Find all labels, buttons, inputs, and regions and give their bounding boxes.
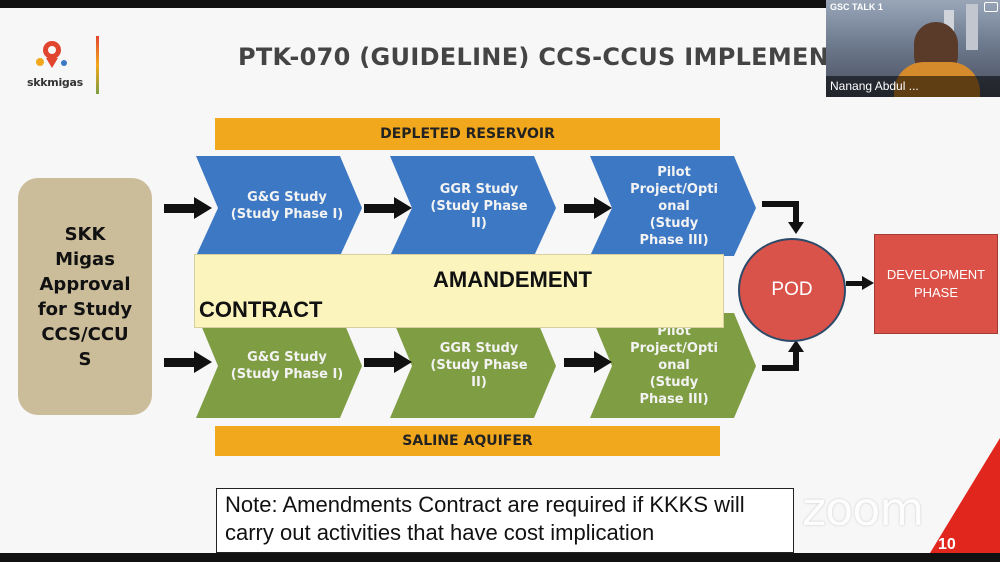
pod-to-development-arrow: [846, 276, 874, 290]
participant-video-tile[interactable]: GSC TALK 1 Nanang Abdul ...: [826, 0, 1000, 97]
bottom-chevron-3: [590, 313, 756, 418]
overlay-title: GSC TALK 1: [830, 2, 883, 12]
page-number: 10: [938, 536, 956, 553]
logo-mark-icon: [36, 41, 67, 68]
bottom-arrows: [164, 351, 612, 373]
slide-title: PTK-070 (GUIDELINE) CCS-CCUS IMPLEMENTAT: [238, 43, 878, 71]
elbow-arrows: [762, 201, 804, 371]
participant-name: Nanang Abdul ...: [830, 79, 919, 93]
top-chevron-3-label: Pilot Project/Opti onal (Study Phase III…: [630, 164, 718, 248]
saline-aquifer-bar: SALINE AQUIFER: [215, 426, 720, 456]
zoom-watermark: zoom: [802, 482, 924, 536]
logo-divider: [96, 36, 99, 94]
skkmigas-logo: skkmigas: [22, 36, 112, 106]
top-chevron-1: [196, 156, 362, 256]
bottom-black-bar: [0, 553, 1000, 562]
depleted-reservoir-bar: DEPLETED RESERVOIR: [215, 118, 720, 150]
chimney-shape: [966, 4, 978, 50]
contract-label: CONTRACT: [199, 297, 323, 322]
top-chevron-1-label: G&G Study (Study Phase I): [230, 190, 344, 222]
approval-box: SKK Migas Approval for Study CCS/CCU S: [18, 178, 152, 415]
note-box: Note: Amendments Contract are required i…: [216, 488, 794, 553]
video-options-icon[interactable]: [984, 2, 998, 12]
pod-circle: POD: [738, 238, 846, 342]
bottom-chevron-1: [196, 313, 362, 418]
top-chevron-3: [590, 156, 756, 256]
bottom-chevron-2: [390, 313, 556, 418]
bottom-chevron-1-label: G&G Study (Study Phase I): [230, 349, 344, 382]
top-black-bar: [0, 0, 1000, 8]
top-arrows: [164, 197, 612, 219]
name-strip: [826, 76, 1000, 97]
logo-text: skkmigas: [27, 76, 83, 89]
presentation-slide: skkmigas PTK-070 (GUIDELINE) CCS-CCUS IM…: [0, 8, 1000, 553]
corner-decoration: [930, 438, 1000, 553]
amendement-label: AMANDEMENT: [433, 267, 592, 292]
bottom-chevron-2-label: GGR Study (Study Phase II): [430, 341, 528, 390]
amendement-contract-box: AMANDEMENT CONTRACT: [194, 254, 724, 328]
top-chevron-2-label: GGR Study (Study Phase II): [430, 181, 528, 231]
top-chevron-2: [390, 156, 556, 256]
bottom-chevron-3-label: Pilot Project/Opti onal (Study Phase III…: [630, 324, 718, 407]
development-phase-box: DEVELOPMENT PHASE: [874, 234, 998, 334]
process-flow-diagram: [164, 156, 874, 418]
